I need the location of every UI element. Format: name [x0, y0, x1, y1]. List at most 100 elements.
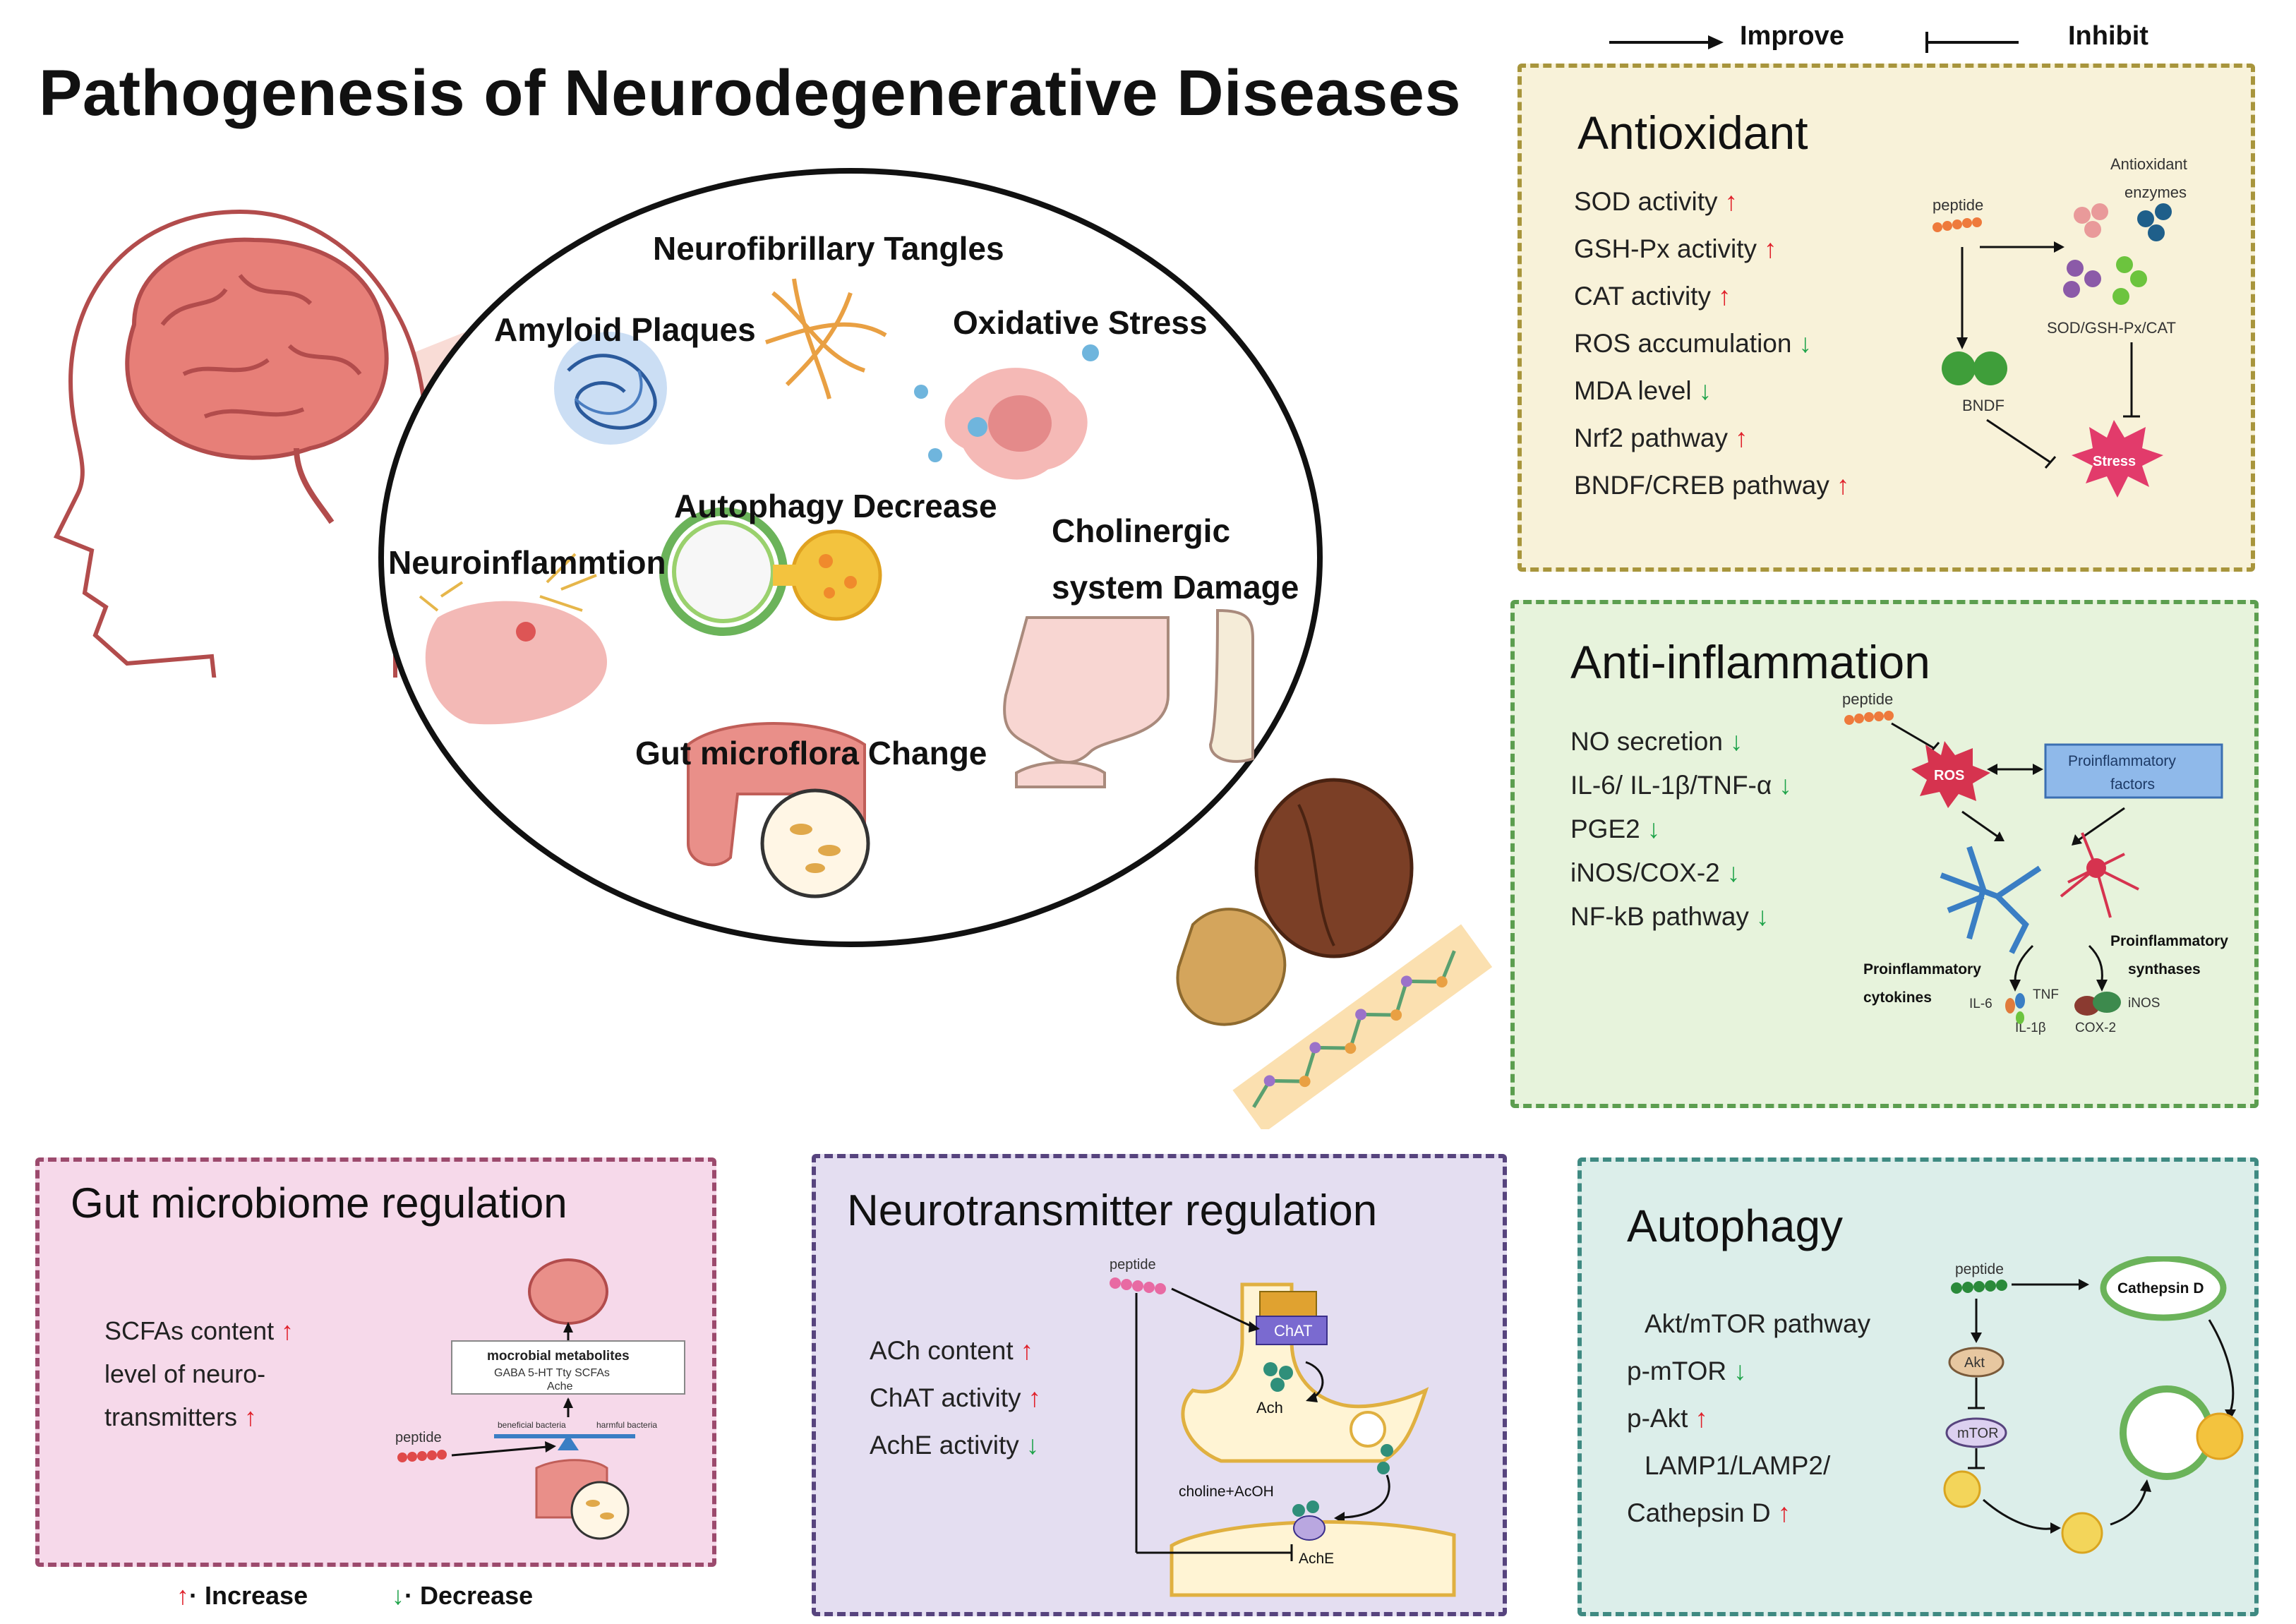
label-neuroinflammation: Neuroinflammtion [388, 544, 666, 581]
gut-title: Gut microbiome regulation [71, 1179, 567, 1227]
antioxidant-item-label: MDA level [1574, 376, 1692, 405]
legend-top [1609, 35, 2019, 49]
antiinflammation-item-label: NF-kB pathway [1570, 902, 1749, 931]
neuro-item-label: AchE activity [870, 1431, 1019, 1460]
peptide-chain-icon [1844, 711, 1894, 725]
gut-item-label: SCFAs content [104, 1316, 275, 1345]
antioxidant-title: Antioxidant [1577, 107, 1808, 159]
label-gut: Gut microflora Change [635, 735, 987, 771]
legend-improve: Improve [1740, 21, 1844, 51]
antioxidant-item: CAT activity↑ [1574, 282, 1731, 311]
neuro-item: ChAT activity↑ [870, 1383, 1041, 1413]
decrease-arrow-icon: ↓ [1733, 1357, 1747, 1385]
antioxidant-item-label: BNDF/CREB pathway [1574, 471, 1829, 500]
label-cholinergic-1: Cholinergic [1052, 512, 1231, 549]
antioxidant-item-label: ROS accumulation [1574, 329, 1792, 358]
peptide-chain-icon [1252, 950, 1456, 1108]
microglia-icon [1940, 846, 2042, 954]
autophagy-panel [1577, 1157, 2259, 1616]
increase-arrow-icon: ↑ [1735, 423, 1748, 452]
bndf-icon [1942, 351, 1976, 385]
gut-item-label: transmitters [104, 1402, 238, 1431]
antioxidant-diagram: peptide Antioxidant enzymes SOD/GSH-Px/C… [1933, 155, 2187, 498]
antiinflammation-item: NF-kB pathway↓ [1570, 902, 1769, 932]
inhibit-bar-icon [1925, 32, 1928, 53]
antioxidant-item-label: CAT activity [1574, 282, 1711, 311]
transporter-icon [1259, 1291, 1317, 1317]
neuro-diagram: peptide ChAT Ach choline+AcOH AchE [1110, 1257, 1456, 1597]
increase-arrow-icon: ↑ [244, 1402, 258, 1431]
legend-increase: ↑· Increase [176, 1581, 308, 1610]
label-oxidative: Oxidative Stress [953, 304, 1208, 341]
decrease-arrow-icon: ↓ [1726, 858, 1741, 887]
lysosome-icon [2100, 1256, 2227, 1321]
mtor-icon [1945, 1417, 2007, 1448]
svg-text:Proinflammatory: Proinflammatory [2110, 933, 2228, 949]
autophagy-item: p-Akt↑ [1627, 1404, 1708, 1433]
walnut-shell-icon [1254, 778, 1414, 958]
svg-text:Stress: Stress [2093, 454, 2136, 469]
svg-text:Ache: Ache [547, 1381, 573, 1393]
akt-icon [1948, 1347, 2005, 1378]
legend-decrease: ↓· Decrease [392, 1581, 534, 1610]
cholinergic-synapse-icon [1003, 608, 1254, 788]
antiinflammation-item-label: IL-6/ IL-1β/TNF-α [1570, 771, 1772, 800]
antioxidant-item: SOD activity↑ [1574, 187, 1738, 217]
increase-arrow-icon: ↑ [1695, 1404, 1708, 1433]
svg-text:beneficial bacteria: beneficial bacteria [498, 1420, 566, 1430]
metabolites-box [451, 1340, 685, 1395]
increase-arrow-icon: ↑ [1028, 1383, 1042, 1412]
proinflammatory-factors-box [2044, 743, 2223, 799]
antiinflammation-item: PGE2↓ [1570, 814, 1660, 844]
svg-text:Cathepsin D: Cathepsin D [2117, 1280, 2204, 1297]
decrease-arrow-icon: ↓ [1779, 771, 1792, 800]
svg-text:Proinflammatory: Proinflammatory [2068, 753, 2176, 769]
antiinflammation-item-label: iNOS/COX-2 [1570, 858, 1720, 887]
autophagy-item: Akt/mTOR pathway [1645, 1309, 1870, 1339]
increase-arrow-icon: ↑ [1724, 187, 1738, 216]
peptide-chain-icon [1110, 1277, 1166, 1294]
brain-icon [125, 237, 389, 460]
label-amyloid: Amyloid Plaques [494, 311, 756, 348]
antiinflammation-panel [1510, 600, 2259, 1108]
antiinflammation-item: iNOS/COX-2↓ [1570, 858, 1740, 888]
antioxidant-item: ROS accumulation↓ [1574, 329, 1812, 359]
svg-text:synthases: synthases [2128, 961, 2201, 978]
autophagy-item: p-mTOR↓ [1627, 1357, 1747, 1386]
label-neurofibrillary: Neurofibrillary Tangles [653, 230, 1004, 267]
peptide-chain-icon [1951, 1280, 2007, 1294]
page-title: Pathogenesis of Neurodegenerative Diseas… [39, 57, 1462, 129]
svg-text:ChAT: ChAT [1274, 1322, 1313, 1340]
antioxidant-item: GSH-Px activity↑ [1574, 234, 1777, 264]
gut-item: transmitters↑ [104, 1402, 257, 1432]
label-autophagy: Autophagy Decrease [674, 488, 997, 524]
pathogenesis-circle [378, 168, 1323, 947]
svg-text:peptide: peptide [1110, 1257, 1156, 1273]
amyloid-plaque-icon [554, 332, 667, 445]
svg-text:choline+AcOH: choline+AcOH [1179, 1484, 1274, 1500]
svg-text:Proinflammatory: Proinflammatory [1863, 961, 1981, 978]
antiinflammation-diagram: peptide ROS Proinflammatory factors Proi… [1842, 690, 2228, 1035]
autophagy-diagram: peptide Akt mTOR Cathepsin D [1943, 1256, 2244, 1554]
increase-arrow-icon: ↑ [281, 1316, 294, 1345]
antioxidant-item: MDA level↓ [1574, 376, 1712, 406]
peptide-chain-icon [397, 1450, 447, 1462]
autophagy-item-label: Akt/mTOR pathway [1645, 1309, 1871, 1338]
svg-text:TNF: TNF [2033, 987, 2059, 1002]
increase-arrow-icon: ↑ [1717, 282, 1731, 311]
svg-text:ROS: ROS [1934, 768, 1964, 783]
gut-diagram: mocrobial metabolites GABA 5-HT Tty SCFA… [395, 1258, 685, 1540]
increase-arrow-icon: ↑ [1836, 471, 1850, 500]
ros-burst-icon [1911, 741, 1990, 808]
antiinflammation-item: IL-6/ IL-1β/TNF-α↓ [1570, 771, 1792, 800]
svg-text:iNOS: iNOS [2128, 996, 2160, 1011]
peptide-chain-icon [1933, 217, 1982, 232]
walnut-peptide-illustration [1176, 778, 1493, 1129]
antiinflammation-item-label: PGE2 [1570, 814, 1640, 843]
decrease-arrow-icon: ↓ [1729, 727, 1743, 756]
intestine-icon [687, 722, 870, 898]
increase-arrow-icon: ↑ [1777, 1498, 1791, 1527]
neuro-item: AchE activity↓ [870, 1431, 1039, 1460]
antioxidant-item-label: Nrf2 pathway [1574, 423, 1728, 452]
decrease-arrow-icon: ↓ [1026, 1431, 1040, 1460]
